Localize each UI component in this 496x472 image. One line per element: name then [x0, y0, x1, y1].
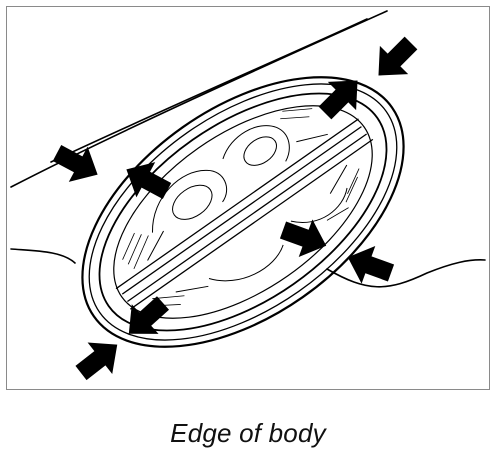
lens-internal-detail: [147, 125, 348, 293]
lamp-illustration: [10, 10, 486, 389]
lamp-housing: [81, 76, 405, 348]
figure-frame: [6, 6, 490, 390]
housing-outer-edge: [81, 76, 405, 348]
arrow-icon: [364, 28, 426, 90]
body-line-lower-right: [326, 259, 486, 288]
figure-caption: Edge of body: [170, 418, 326, 448]
arrow-icon: [276, 211, 334, 265]
lens-edge: [113, 105, 373, 319]
arrow-icon: [310, 66, 372, 128]
body-line-lower-left: [10, 248, 76, 264]
lens-bar: [115, 118, 374, 310]
housing-second-edge: [88, 83, 398, 341]
housing-third-edge: [98, 92, 388, 332]
body-line-upper-inner: [50, 18, 368, 163]
